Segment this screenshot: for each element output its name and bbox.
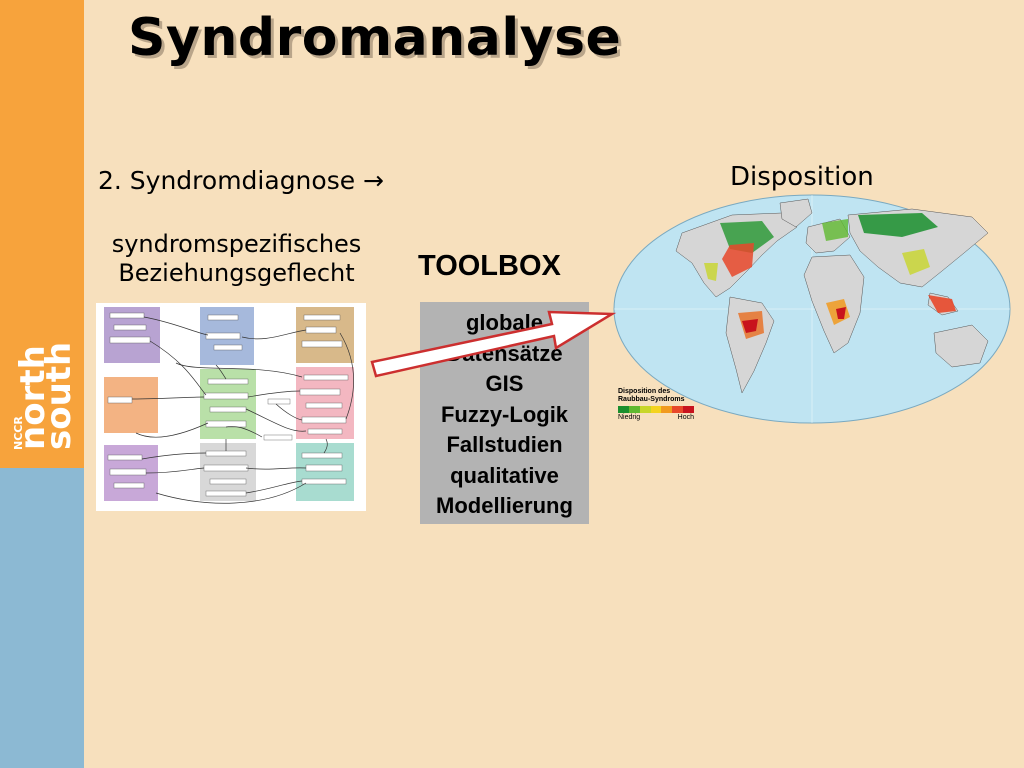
slide-title: Syndromanalyse: [128, 8, 622, 68]
sidebar-orange-band: [0, 0, 84, 468]
legend-range-labels: Niedrig Hoch: [618, 414, 694, 421]
disposition-world-map: [613, 194, 1011, 424]
toolbox-box: globale Datensätze GIS Fuzzy-Logik Falls…: [420, 302, 589, 524]
legend-low-label: Niedrig: [618, 414, 641, 421]
network-caption-line2: Beziehungsgeflecht: [118, 259, 355, 287]
nccr-north-south-logo: north south NCCR: [12, 342, 79, 450]
toolbox-item: Fuzzy-Logik: [440, 401, 569, 427]
toolbox-item: globale: [465, 310, 543, 335]
toolbox-item: qualitative: [450, 462, 559, 488]
toolbox-item: Modellierung: [436, 493, 573, 518]
map-legend: Disposition des Raubbau-Syndroms Niedrig…: [618, 388, 698, 430]
sphere-box-science: [296, 443, 354, 501]
legend-swatch: [618, 406, 629, 413]
toolbox-item: Datensätze: [446, 340, 563, 366]
legend-color-scale: [618, 406, 695, 413]
disposition-label: Disposition: [730, 162, 874, 192]
legend-swatch: [628, 406, 640, 413]
toolbox-item: Fallstudien: [446, 432, 563, 457]
legend-swatch: [639, 406, 651, 413]
legend-swatch: [672, 406, 684, 413]
legend-swatch: [650, 406, 662, 413]
step-heading: 2. Syndromdiagnose →: [98, 166, 384, 195]
toolbox-item: GIS: [485, 371, 524, 396]
sphere-box-population: [104, 377, 158, 433]
network-caption-line1: syndromspezifisches: [111, 230, 362, 258]
legend-title-line1: Disposition des: [618, 388, 671, 395]
legend-high-label: Hoch: [677, 414, 694, 421]
sidebar: north south NCCR: [0, 0, 84, 768]
network-caption: syndromspezifisches Beziehungsgeflecht: [84, 230, 389, 288]
svg-text:NCCR: NCCR: [12, 416, 25, 450]
legend-swatch: [683, 406, 695, 413]
syndrome-network-diagram: [96, 303, 366, 511]
svg-text:south: south: [39, 342, 79, 450]
legend-title-line2: Raubbau-Syndroms: [618, 396, 685, 403]
svg-text:north: north: [13, 345, 53, 450]
toolbox-label: TOOLBOX: [418, 250, 561, 282]
sidebar-blue-band: [0, 468, 84, 768]
legend-swatch: [661, 406, 673, 413]
